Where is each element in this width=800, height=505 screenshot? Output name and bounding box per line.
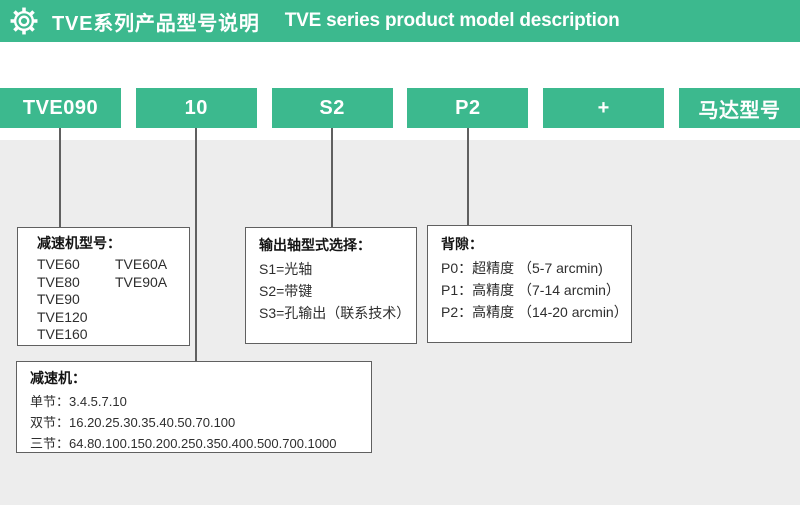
model-code-segment: S2: [271, 88, 393, 128]
header-bar: TVE系列产品型号说明 TVE series product model des…: [0, 0, 800, 42]
output-shaft-box-title: 输出轴型式选择：: [259, 237, 371, 253]
list-item: TVE80: [37, 273, 80, 290]
list-item: S3=孔输出（联系技术）: [259, 305, 411, 321]
model-code-segment: 马达型号: [678, 88, 800, 128]
list-item: P0：超精度 （5-7 arcmin): [441, 260, 603, 276]
output-shaft-list: S1=光轴 S2=带键 S3=孔输出（联系技术）: [259, 258, 412, 324]
connector-line-backlash: [467, 128, 469, 225]
ratio-box-title: 减速机：: [30, 370, 86, 386]
backlash-list: P0：超精度 （5-7 arcmin) P1：高精度 （7-14 arcmin） P…: [441, 257, 628, 323]
connector-line-gear-model: [59, 128, 61, 227]
backlash-box: 背隙： P0：超精度 （5-7 arcmin) P1：高精度 （7-14 arcm…: [427, 225, 632, 343]
list-item: TVE160: [37, 326, 88, 343]
output-shaft-box: 输出轴型式选择： S1=光轴 S2=带键 S3=孔输出（联系技术）: [245, 227, 417, 344]
list-item: TVE90A: [115, 273, 168, 290]
backlash-box-title: 背隙：: [441, 236, 483, 252]
list-item: 单节：3.4.5.7.10: [30, 394, 127, 409]
list-item: TVE60A: [115, 256, 168, 272]
list-item: P2：高精度 （14-20 arcmin）: [441, 304, 628, 320]
ratio-list: 单节：3.4.5.7.10 双节：16.20.25.30.35.40.50.70.…: [30, 391, 369, 454]
model-code-segment: +: [543, 88, 665, 128]
list-item: 双节：16.20.25.30.35.40.50.70.100: [30, 415, 236, 430]
connector-line-output-shaft: [331, 128, 333, 227]
list-item: TVE90: [37, 291, 80, 308]
list-item: P1：高精度 （7-14 arcmin）: [441, 282, 620, 298]
connector-line-ratio: [195, 128, 197, 361]
list-item: TVE120: [37, 308, 88, 325]
model-code-row: TVE090 10 S2 P2 + 马达型号: [0, 88, 800, 128]
list-item: 三节：64.80.100.150.200.250.350.400.500.700…: [30, 436, 337, 451]
gear-icon: [7, 4, 41, 38]
page-title-zh: TVE系列产品型号说明: [52, 12, 260, 35]
gearbox-model-box-title: 减速机型号：: [37, 235, 121, 251]
model-code-segment: TVE090: [0, 88, 121, 128]
model-code-segment: 10: [135, 88, 257, 128]
page-title-en: TVE series product model description: [284, 10, 620, 31]
list-item: S2=带键: [259, 283, 313, 299]
model-code-segment: P2: [407, 88, 529, 128]
list-item: S1=光轴: [259, 261, 313, 277]
ratio-box: 减速机： 单节：3.4.5.7.10 双节：16.20.25.30.35.40.5…: [16, 361, 372, 453]
list-item: TVE60: [37, 256, 80, 272]
